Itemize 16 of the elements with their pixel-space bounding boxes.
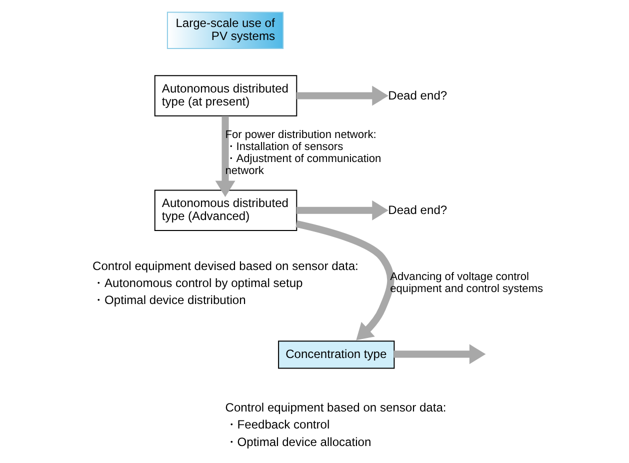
arrow: [214, 116, 235, 198]
node-label: Control equipment devised based on sensor data:: [92, 258, 358, 273]
node-label: ・Autonomous control by optimal setup: [92, 276, 302, 290]
node-label: ・Optimal device allocation: [224, 434, 371, 449]
arrow: [296, 200, 388, 220]
node-label: Control equipment based on sensor data:: [224, 400, 446, 415]
label: Large-scale use of PV systems: [175, 16, 275, 44]
arrow: [295, 220, 394, 340]
edge-label: Advancing of voltage control equipment and control systems: [390, 271, 543, 296]
arrow: [393, 344, 486, 364]
node-label: ・Feedback control: [224, 418, 330, 432]
node-text: Dead end?: [388, 88, 447, 102]
arrow: [296, 86, 388, 106]
node-text: Dead end?: [388, 203, 447, 218]
edge-label: For power distribution network: ・Installation of sensors ・Adjustment of communication network: [224, 128, 381, 177]
node-label: ・Optimal device distribution: [92, 292, 246, 307]
